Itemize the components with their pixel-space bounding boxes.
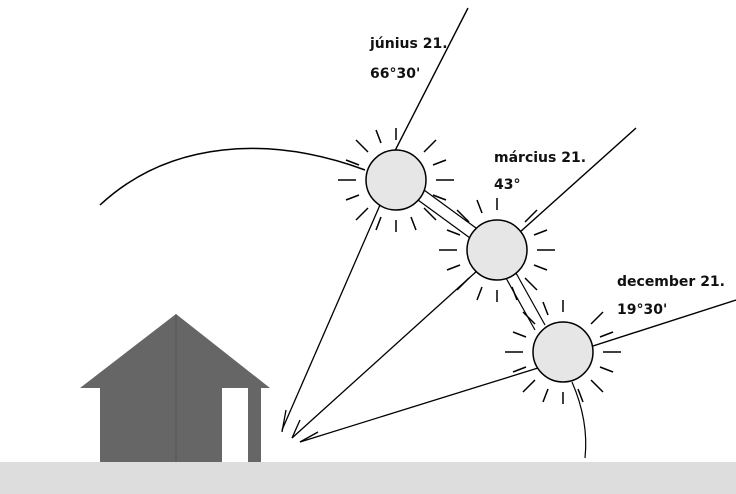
march-ray — [499, 127, 637, 251]
sun-path-connector — [417, 189, 587, 459]
december-ground-ray — [299, 367, 539, 443]
ground — [0, 462, 736, 494]
december-date-label: december 21. — [617, 274, 725, 290]
sun-path-arc — [99, 147, 366, 206]
march-ground-ray — [291, 269, 479, 439]
june-angle-label: 66°30' — [370, 66, 420, 82]
march-date-label: március 21. — [494, 150, 586, 166]
house-icon — [80, 314, 270, 462]
june-ground-ray — [281, 204, 381, 431]
december-ray — [564, 299, 736, 356]
march-angle-label: 43° — [494, 177, 520, 193]
sun-icon-june — [338, 128, 454, 232]
ground-rays — [281, 204, 539, 443]
sun-icon-december — [505, 300, 621, 404]
june-date-label: június 21. — [369, 36, 448, 52]
sun-rays — [379, 7, 736, 356]
december-angle-label: 19°30' — [617, 302, 667, 318]
sun-icon-march — [439, 198, 555, 302]
